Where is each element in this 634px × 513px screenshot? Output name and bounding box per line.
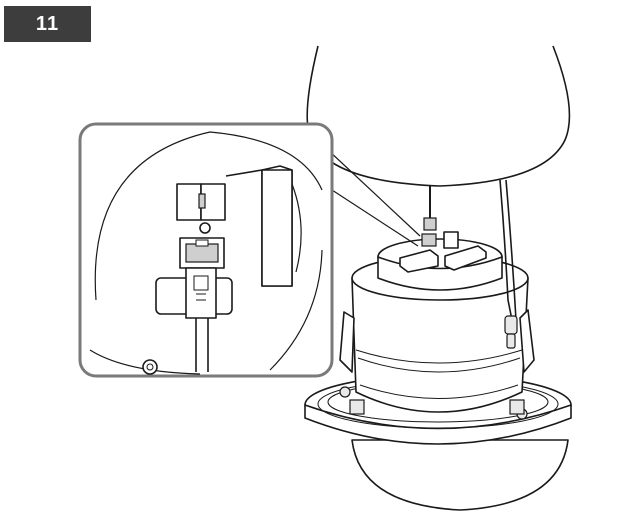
dome-cover [351,439,569,511]
clip-arm-right [519,309,535,373]
step-number-badge: 11 [4,6,91,42]
terminal-left [176,183,202,221]
step-number: 11 [35,12,60,35]
cable-plug [423,217,437,231]
rj45-jack-opening [185,243,219,263]
mount-clip [349,399,365,415]
mount-clip [509,399,525,415]
trim-ring-edge [304,404,572,445]
screw-hole [199,222,211,234]
rj45-port [421,233,437,247]
flange-screw [339,386,351,398]
connector-block [399,249,439,273]
safety-wire-clip [504,315,518,335]
camera-body-upper [306,45,571,187]
housing-body [351,277,529,413]
connector-block [444,245,487,271]
camera-ceiling-mount-icon [304,45,572,511]
clip-arm-left [339,311,355,373]
terminal [443,231,459,249]
screw-detail [142,359,158,375]
rj45-connector-detail-icon [78,122,334,378]
